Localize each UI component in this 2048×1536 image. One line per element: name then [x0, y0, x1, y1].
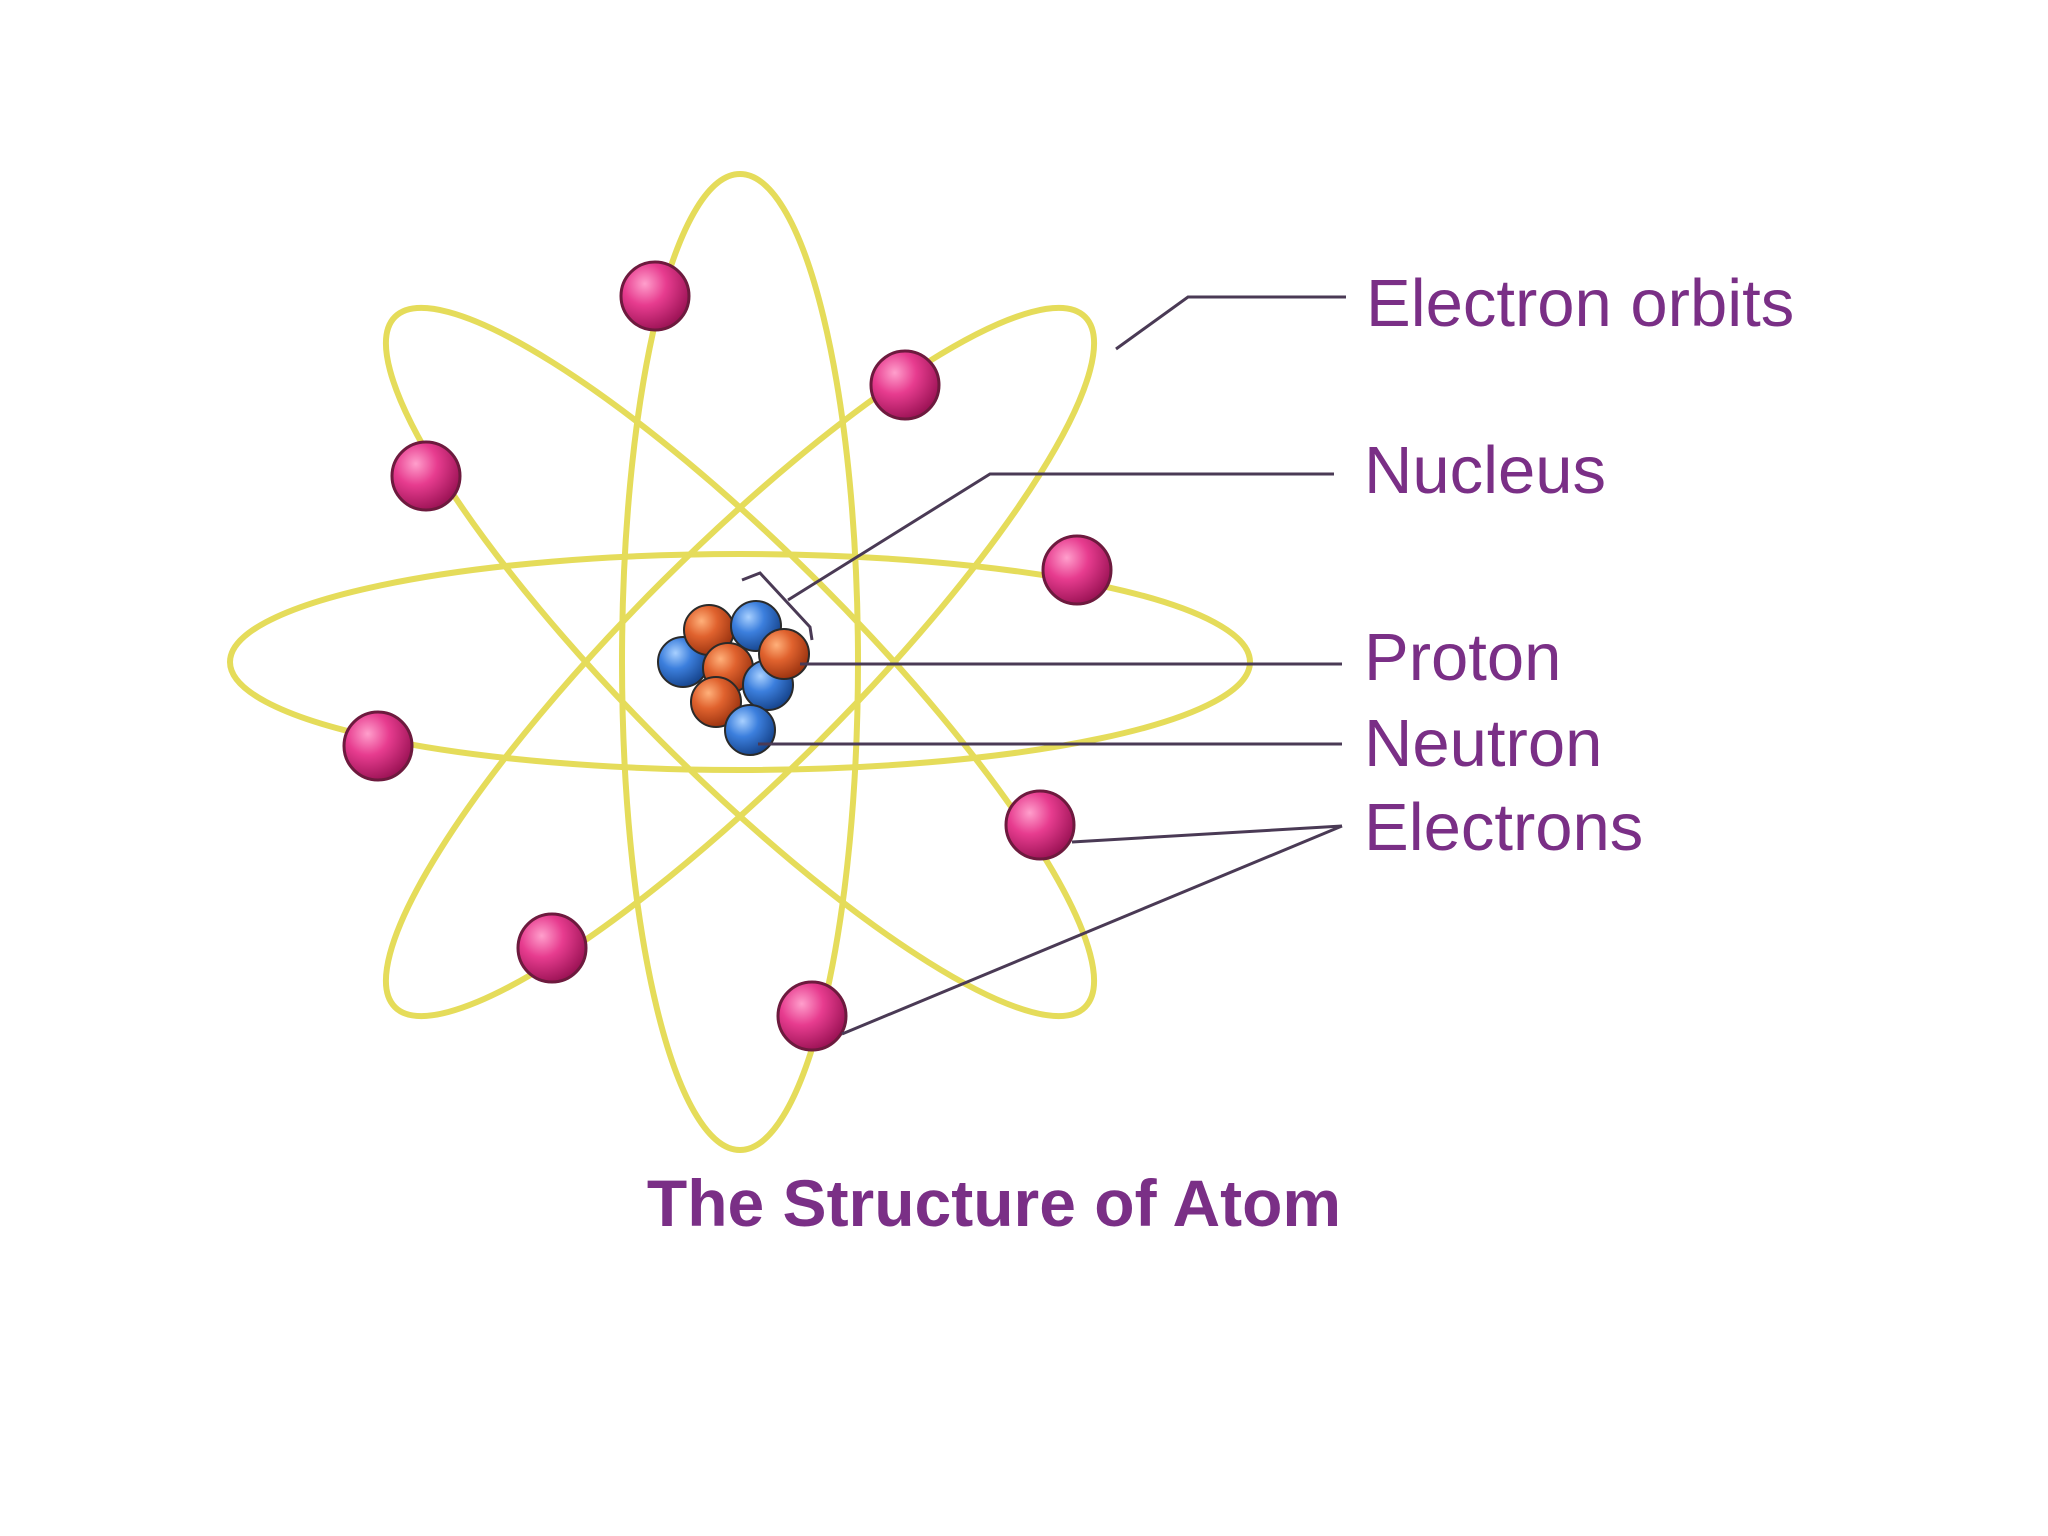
proton — [758, 628, 810, 680]
orbit-diagonal-1 — [382, 304, 1098, 1020]
leader-electrons-b — [841, 824, 1343, 1036]
leader-nucleus — [787, 472, 1334, 602]
leader-lines — [758, 295, 1346, 1036]
electrons — [342, 260, 1113, 1052]
electron — [390, 440, 462, 512]
electron — [342, 710, 414, 782]
nucleus — [657, 600, 810, 756]
proton — [690, 676, 742, 728]
label-electron-orbits: Electron orbits — [1366, 266, 1794, 341]
labels: Electron orbits Nucleus Proton Neutron E… — [1364, 266, 1794, 865]
electron — [1041, 534, 1113, 606]
electron — [1004, 789, 1076, 861]
label-nucleus: Nucleus — [1364, 433, 1606, 508]
electron — [776, 980, 848, 1052]
electron — [619, 260, 691, 332]
label-proton: Proton — [1364, 620, 1561, 695]
neutron — [724, 704, 776, 756]
diagram-title: The Structure of Atom — [647, 1166, 1341, 1240]
electron — [516, 912, 588, 984]
leader-electron-orbits — [1115, 295, 1346, 351]
label-electrons: Electrons — [1364, 790, 1643, 865]
label-neutron: Neutron — [1364, 706, 1602, 781]
orbit-diagonal-2 — [382, 304, 1098, 1020]
electron-orbits — [227, 171, 1253, 1153]
leader-electrons-a — [1071, 824, 1343, 844]
nucleus-bracket — [741, 571, 814, 641]
orbit-vertical — [619, 171, 861, 1153]
orbit-horizontal — [227, 551, 1253, 773]
electron — [869, 349, 941, 421]
